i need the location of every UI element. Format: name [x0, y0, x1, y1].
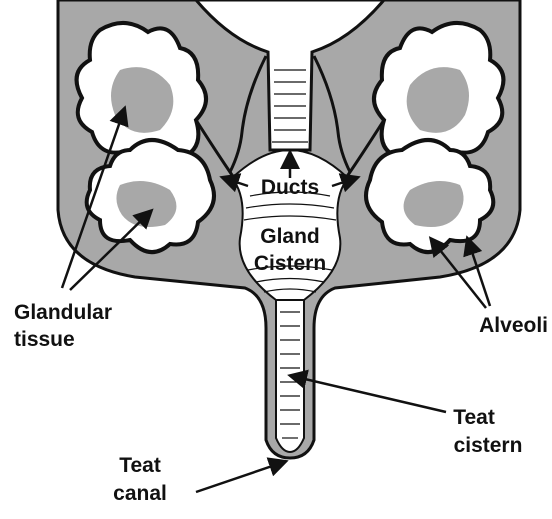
- label-teat-cistern-2: cistern: [454, 434, 523, 457]
- teat-cistern-region: [276, 300, 304, 452]
- label-teat-cistern-1: Teat: [453, 406, 495, 429]
- arrow-teat-canal: [196, 462, 284, 492]
- label-ducts: Ducts: [261, 176, 319, 199]
- label-gland-cistern-1: Gland: [260, 225, 320, 248]
- label-teat-canal-2: canal: [113, 482, 167, 505]
- label-gland-cistern-2: Cistern: [254, 252, 326, 275]
- label-teat-canal-1: Teat: [119, 454, 161, 477]
- label-alveoli: Alveoli: [479, 314, 548, 337]
- label-glandular-tissue-2: tissue: [14, 328, 75, 351]
- label-glandular-tissue-1: Glandular: [14, 301, 112, 324]
